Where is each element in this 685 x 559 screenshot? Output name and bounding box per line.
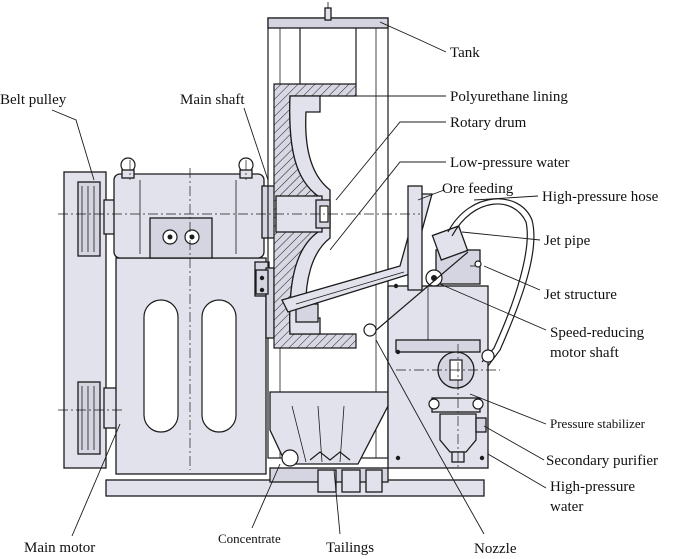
label-main-shaft: Main shaft (180, 92, 245, 108)
center-lines (58, 160, 500, 470)
label-secondary-purifier: Secondary purifier (546, 453, 658, 469)
label-tailings: Tailings (326, 540, 374, 556)
label-belt-pulley: Belt pulley (0, 92, 67, 108)
label-high-pressure-hose: High-pressure hose (542, 189, 659, 205)
bearing-housing (113, 157, 283, 259)
label-pressure-stabilizer: Pressure stabilizer (550, 416, 646, 431)
label-low-pressure-water: Low-pressure water (450, 155, 570, 171)
main-shaft (275, 195, 331, 233)
label-high-pressure-2: water (550, 499, 583, 515)
label-polyurethane-lining: Polyurethane lining (450, 89, 568, 105)
label-nozzle: Nozzle (474, 541, 517, 557)
label-high-pressure-1: High-pressure (550, 479, 635, 495)
label-main-motor: Main motor (24, 540, 95, 556)
label-rotary-drum: Rotary drum (450, 115, 527, 131)
collection-hopper (269, 391, 389, 467)
main-motor (115, 253, 270, 475)
label-jet-pipe: Jet pipe (544, 233, 591, 249)
leader-lines (51, 21, 547, 537)
belt-pulley (63, 171, 119, 469)
base-frame (105, 467, 485, 497)
high-pressure-hose (447, 198, 535, 367)
label-jet-structure: Jet structure (544, 287, 617, 303)
label-ore-feeding: Ore feeding (442, 181, 514, 197)
component-labels: Tank Polyurethane lining Rotary drum Low… (0, 45, 659, 557)
label-concentrate: Concentrate (218, 531, 281, 546)
bolt-markers (259, 275, 485, 461)
label-speed-reducing-2: motor shaft (550, 345, 620, 361)
label-speed-reducing-1: Speed-reducing (550, 325, 645, 341)
label-tank: Tank (450, 45, 480, 61)
